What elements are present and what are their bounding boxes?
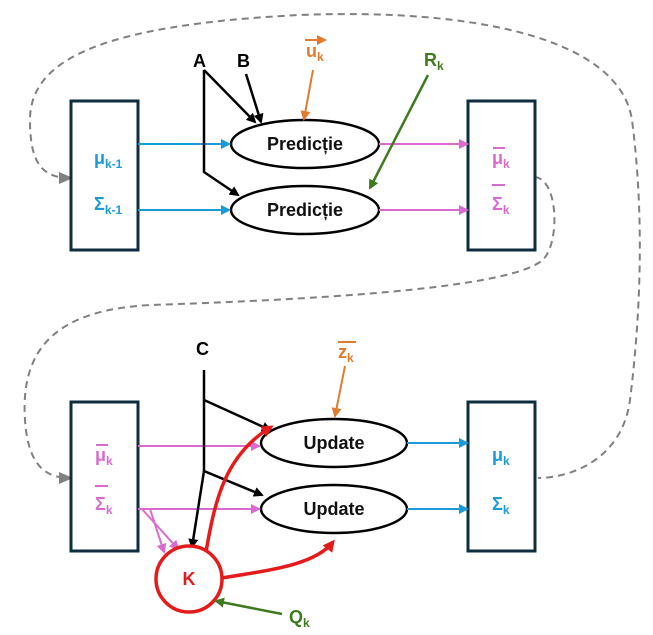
state-box-updated bbox=[466, 400, 537, 553]
arrow-gain-to-update-1 bbox=[204, 425, 274, 553]
arrow-a-to-prediction-2 bbox=[202, 70, 240, 197]
update-oval-2-label: Update bbox=[303, 499, 364, 519]
sigma-predicted-label: Σk bbox=[492, 194, 510, 217]
state-box-prev bbox=[69, 99, 140, 252]
mu-updated-label: μk bbox=[492, 445, 510, 468]
arrow-q-to-gain bbox=[214, 597, 283, 616]
control-input-label: uk bbox=[306, 41, 324, 64]
sigma-prev-label: Σk-1 bbox=[94, 194, 122, 217]
input-a-label: A bbox=[193, 51, 206, 71]
state-box-predicted bbox=[466, 99, 537, 252]
arrow-c-to-gain bbox=[188, 470, 206, 549]
kalman-gain-circle bbox=[154, 544, 224, 614]
arrow-sigma-to-gain-2 bbox=[149, 508, 167, 554]
arrow-gain-to-update-2 bbox=[221, 539, 335, 580]
arrow-z-to-update bbox=[331, 365, 346, 418]
measurement-label: zk bbox=[338, 342, 354, 365]
kalman-gain-label: K bbox=[183, 569, 196, 589]
prediction-oval-1-label: Predicție bbox=[267, 134, 343, 154]
arrow-a-to-prediction-1 bbox=[203, 69, 257, 124]
input-b-label: B bbox=[237, 51, 250, 71]
arrow-c-to-update-1 bbox=[202, 370, 272, 432]
feedback-loop-middle bbox=[23, 176, 556, 479]
process-noise-label: Rk bbox=[424, 50, 444, 73]
mu-prev-label: μk-1 bbox=[94, 148, 123, 171]
update-oval-1-label: Update bbox=[303, 433, 364, 453]
arrow-u-to-prediction bbox=[300, 69, 314, 121]
prediction-oval-2-label: Predicție bbox=[267, 200, 343, 220]
measurement-noise-label: Qk bbox=[289, 607, 310, 630]
arrow-b-to-prediction-1 bbox=[244, 73, 264, 124]
arrow-r-to-prediction-2 bbox=[368, 74, 430, 190]
sigma-updated-label: Σk bbox=[492, 494, 510, 517]
state-box-predicted-bottom bbox=[69, 400, 140, 553]
arrow-sigma-to-gain bbox=[141, 508, 180, 551]
sigma-predicted-bottom-label: Σk bbox=[95, 494, 113, 517]
feedback-loop-top bbox=[28, 13, 641, 479]
input-c-label: C bbox=[196, 339, 209, 359]
